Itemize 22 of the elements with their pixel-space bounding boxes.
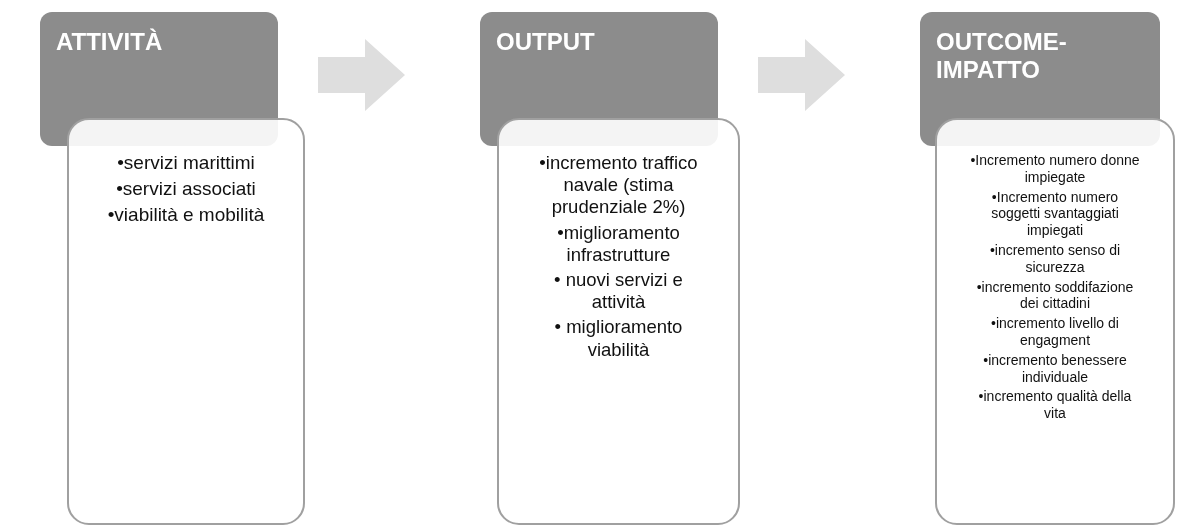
content-card <box>935 118 1175 525</box>
block-arrow <box>318 39 405 111</box>
bullet-item: •Incremento numero soggetti svantaggiati impiegati <box>990 188 1120 239</box>
bullet-item: •Incremento numero donne impiegate <box>969 152 1141 186</box>
bullet-item: •incremento livello di engagment <box>990 315 1120 349</box>
content-card <box>497 118 740 525</box>
bullet-item: •incremento traffico navale (stima prudenziale 2%) <box>538 152 699 219</box>
bullet-item: •incremento soddifazione dei cittadini <box>975 278 1135 313</box>
bullet-item: • miglioramento viabilità <box>553 316 684 361</box>
bullet-item: •miglioramento infrastrutture <box>556 221 681 266</box>
bullet-item: •incremento benessere individuale <box>982 351 1128 386</box>
header-title: OUTPUT <box>496 28 596 56</box>
bullet-item: •servizi marittimi <box>117 152 255 175</box>
bullet-item: •servizi associati <box>116 177 256 201</box>
bullet-item: •viabilità e mobilità <box>107 203 265 227</box>
block-arrow <box>758 39 845 111</box>
bullet-item: •incremento qualità della vita <box>977 388 1133 422</box>
content-card <box>67 118 305 525</box>
header-title: ATTIVITÀ <box>56 28 164 56</box>
header-title: OUTCOME- IMPATTO <box>936 28 1068 84</box>
bullet-item: •incremento senso di sicurezza <box>988 242 1122 276</box>
bullet-item: • nuovi servizi e attività <box>553 268 684 314</box>
